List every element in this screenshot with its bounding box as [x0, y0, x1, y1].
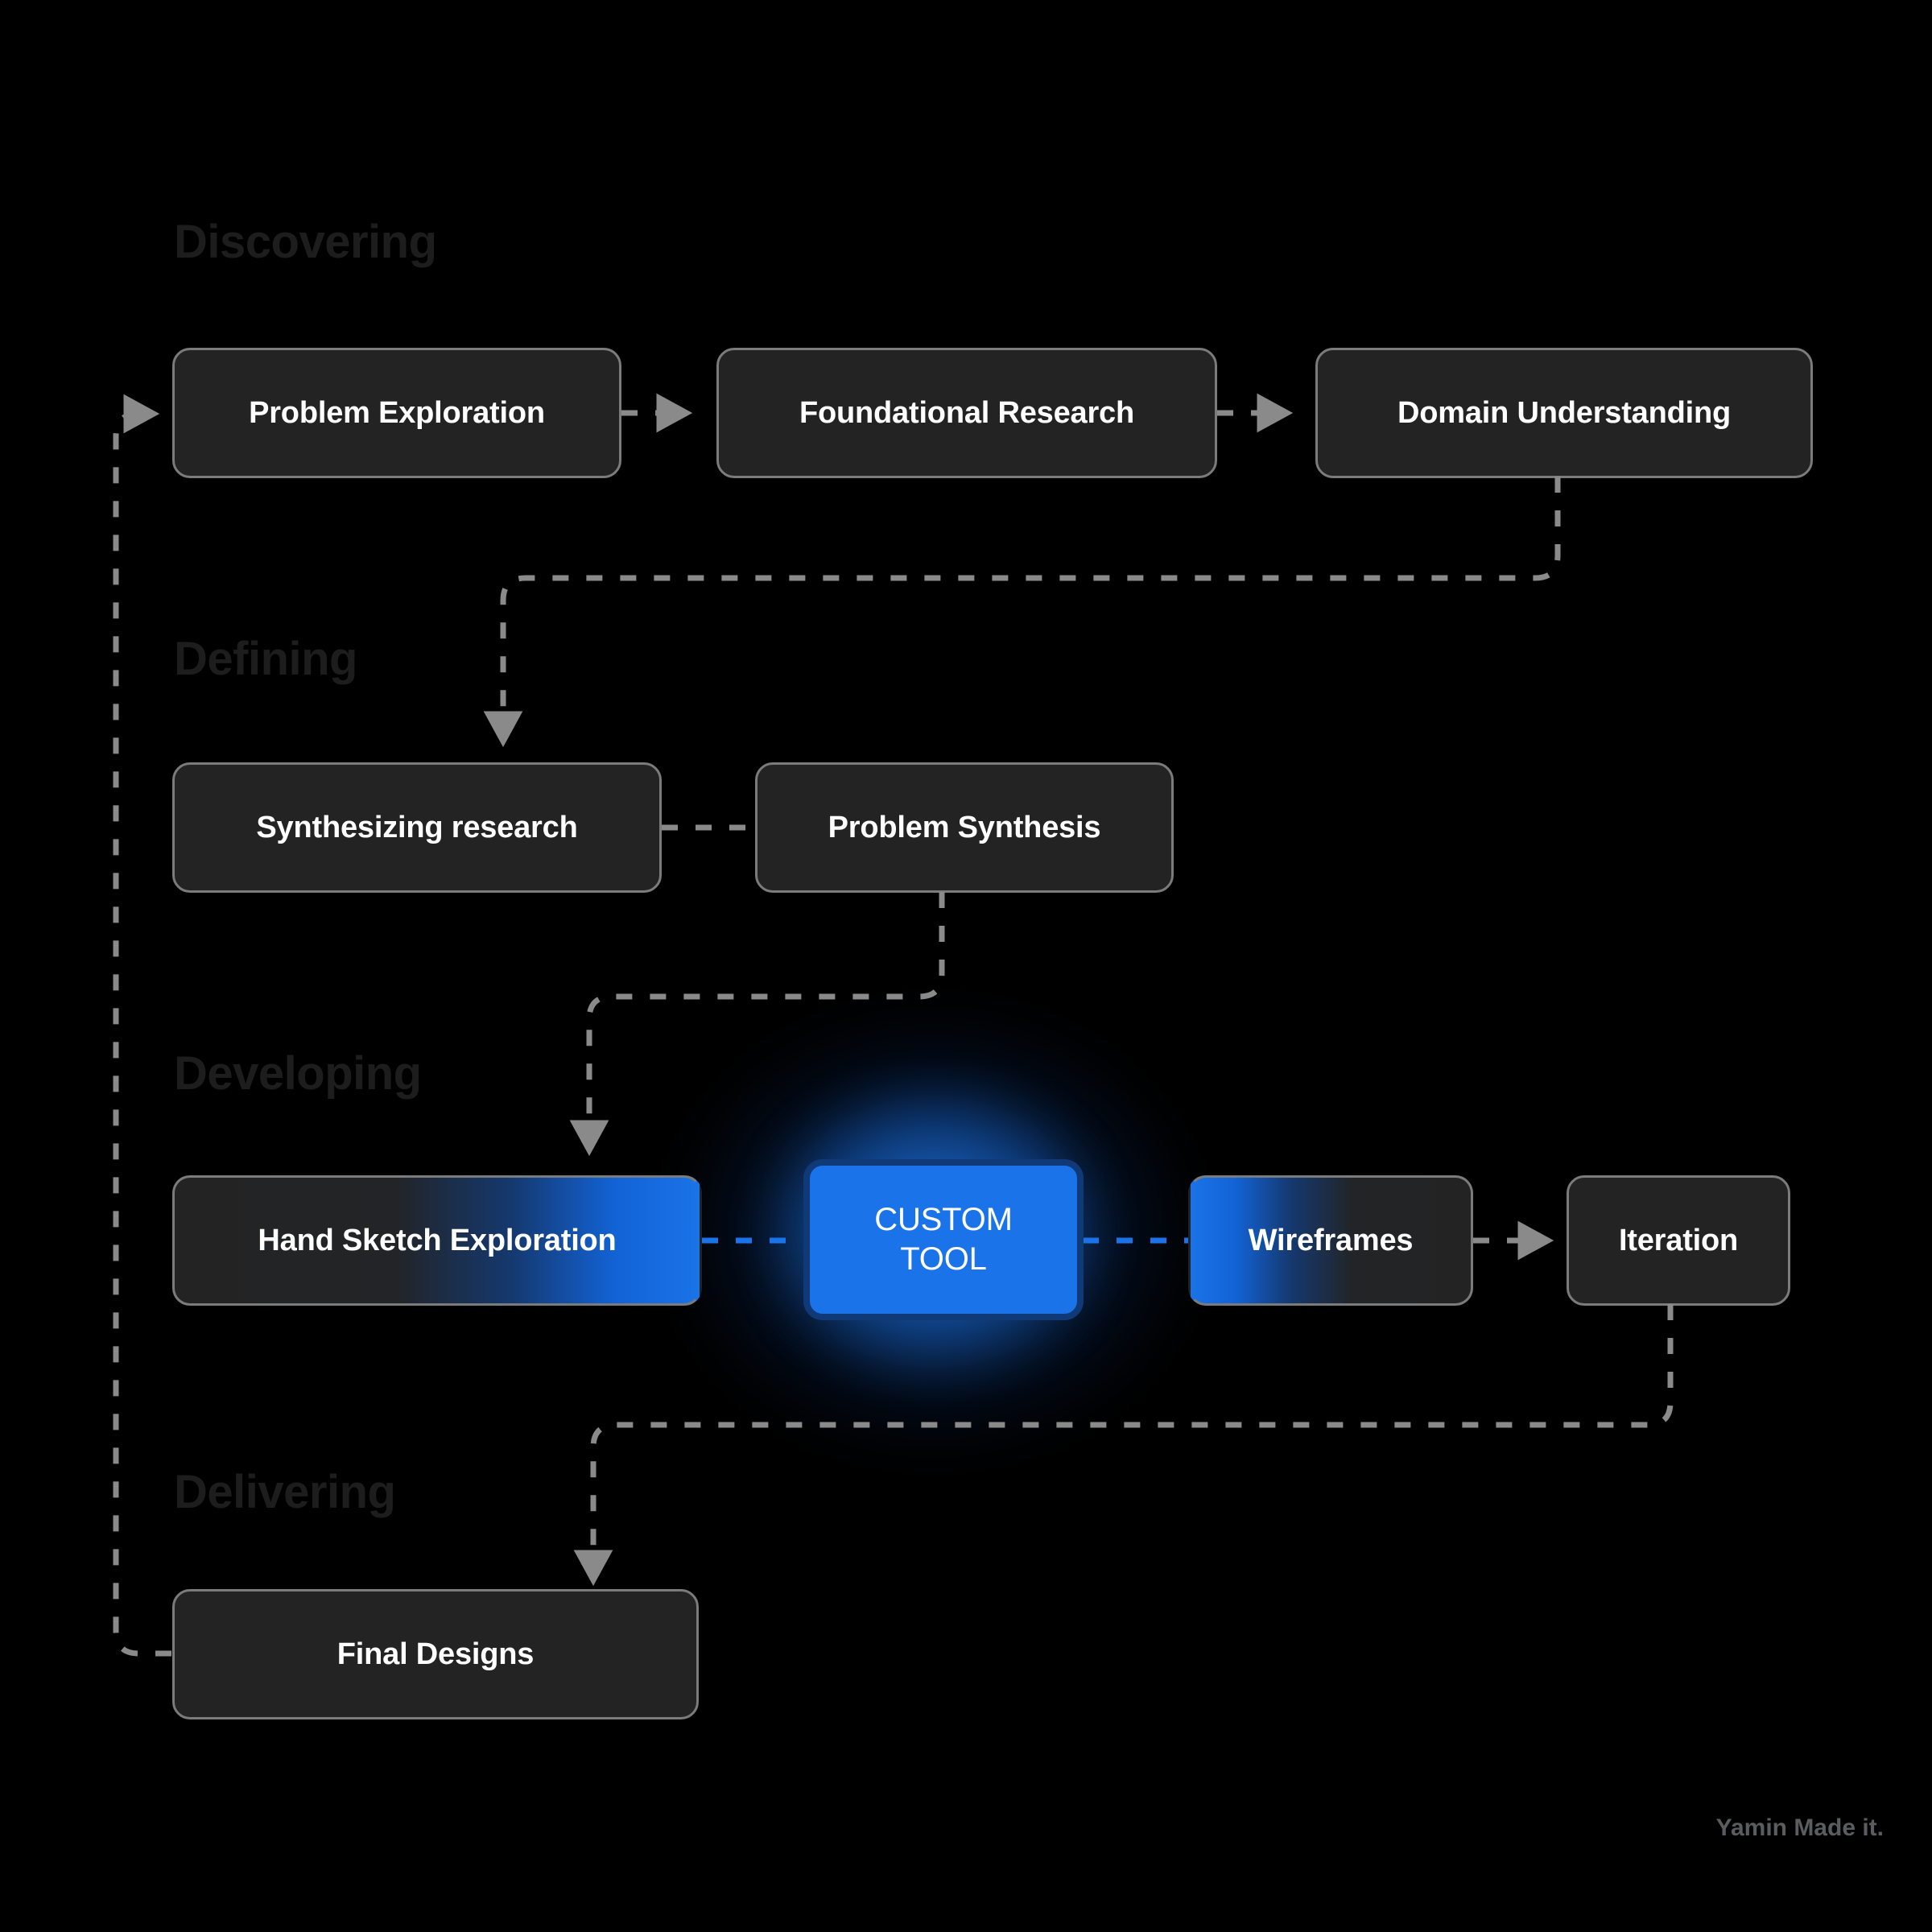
node-label: Foundational Research: [799, 395, 1134, 430]
phase-label-discovering: Discovering: [174, 216, 437, 268]
node-custom-tool[interactable]: CUSTOM TOOL: [803, 1159, 1084, 1320]
node-foundational-research[interactable]: Foundational Research: [716, 348, 1217, 478]
node-hand-sketch-exploration[interactable]: Hand Sketch Exploration: [172, 1175, 702, 1306]
node-label: Synthesizing research: [256, 810, 578, 844]
connector-problem-synthesis-to-hand-sketch-exploration: [569, 892, 945, 1157]
node-synthesizing-research[interactable]: Synthesizing research: [172, 762, 662, 893]
node-label: Final Designs: [336, 1637, 535, 1671]
node-label: Iteration: [1618, 1223, 1739, 1257]
connector-iteration-to-final-designs: [573, 1304, 1674, 1587]
node-label: Wireframes: [1248, 1223, 1414, 1257]
credit-watermark: Yamin Made it.: [1715, 1814, 1884, 1841]
node-problem-exploration[interactable]: Problem Exploration: [172, 348, 621, 478]
connector-final-designs-to-problem-exploration: [113, 394, 171, 1657]
node-label: Problem Synthesis: [828, 810, 1101, 844]
connector-domain-understanding-to-synthesizing-research: [483, 477, 1561, 748]
node-label: Problem Exploration: [249, 395, 545, 430]
node-label: Domain Understanding: [1397, 395, 1732, 430]
phase-label-defining: Defining: [174, 633, 357, 685]
phase-label-delivering: Delivering: [174, 1466, 396, 1518]
node-label-line-1: CUSTOM: [874, 1202, 1013, 1238]
node-label: Hand Sketch Exploration: [258, 1223, 617, 1257]
phase-label-developing: Developing: [174, 1047, 422, 1100]
node-iteration[interactable]: Iteration: [1567, 1175, 1790, 1306]
node-final-designs[interactable]: Final Designs: [172, 1589, 699, 1719]
node-domain-understanding[interactable]: Domain Understanding: [1315, 348, 1813, 478]
node-wireframes[interactable]: Wireframes: [1188, 1175, 1473, 1306]
node-label-line-2: TOOL: [900, 1241, 987, 1277]
node-problem-synthesis[interactable]: Problem Synthesis: [755, 762, 1174, 893]
